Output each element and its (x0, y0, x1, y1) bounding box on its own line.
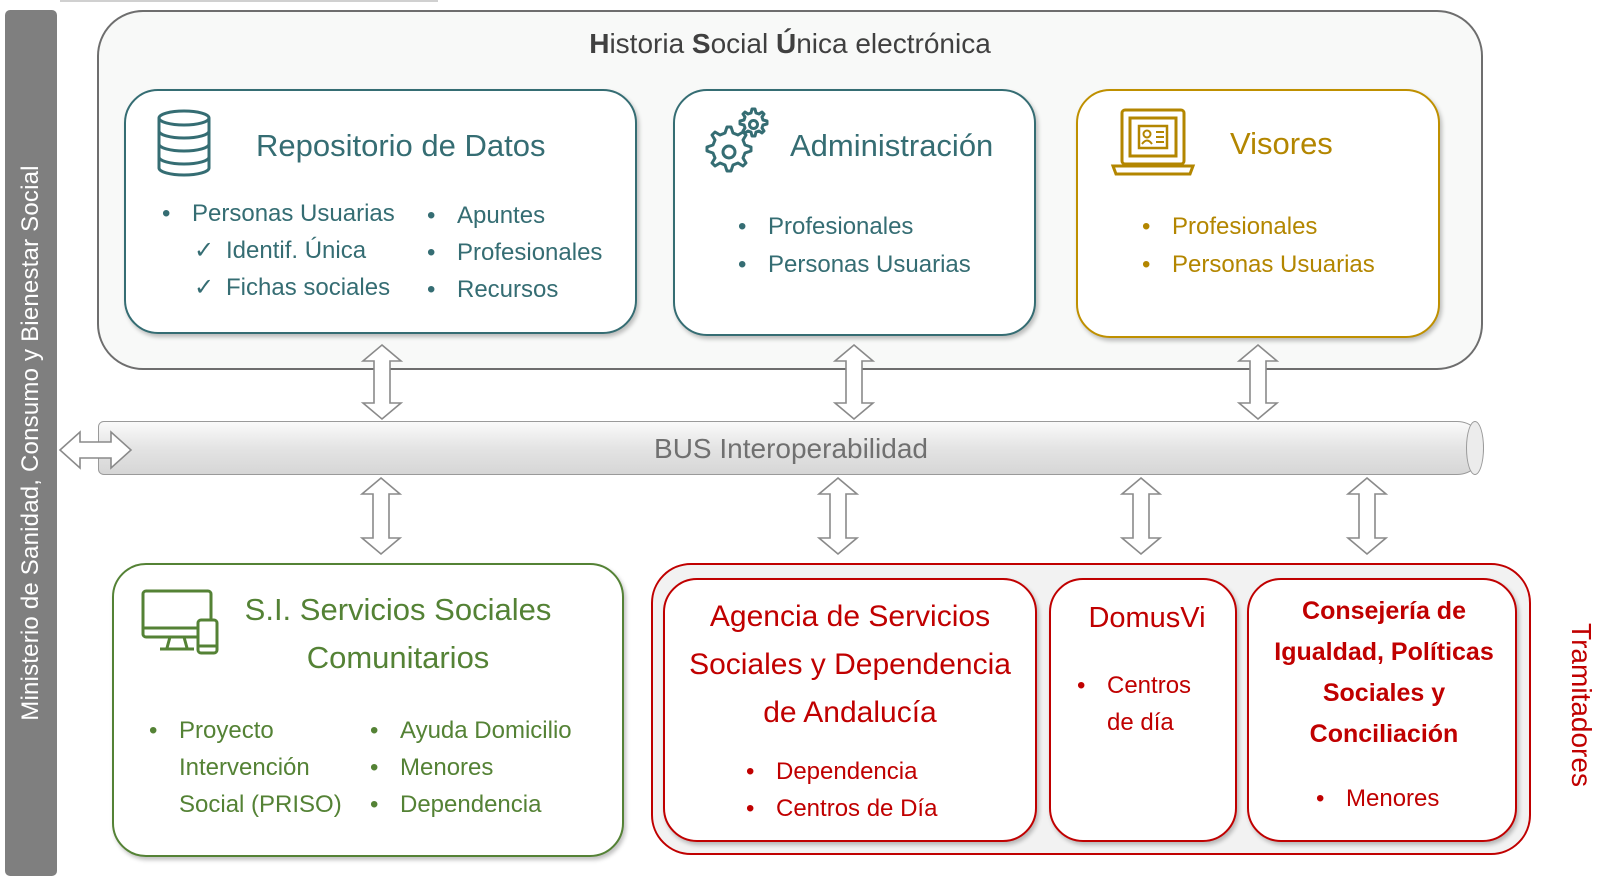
agencia-card (663, 578, 1037, 842)
list-item-label: Centros de Día (776, 795, 938, 822)
hsue-title-part: nica electrónica (796, 28, 991, 59)
consejeria-title-line: Igualdad, Políticas (1274, 638, 1494, 666)
check-item: ✓ Fichas sociales (194, 269, 390, 306)
bus-pipe-cap (1466, 421, 1484, 475)
bus-label-rest: Interoperabilidad (711, 433, 928, 464)
list-item-label: Profesionales (768, 213, 914, 240)
list-item: •Personas Usuarias (738, 251, 971, 278)
list-item: •Centros (1077, 672, 1192, 699)
left-right-arrow-ministry (58, 430, 133, 470)
devices-icon (141, 589, 219, 655)
agencia-title-line: Agencia de Servicios (709, 600, 991, 633)
list-item: •Dependencia (370, 791, 542, 818)
tramitadores-label: Tramitadores (1566, 623, 1597, 787)
list-item-label: Dependencia (400, 791, 542, 818)
consejeria-title-line: Sociales y (1322, 679, 1446, 707)
agencia-title-line: de Andalucía (763, 696, 937, 729)
list-item: •Menores (1316, 785, 1440, 812)
list-item-label: Proyecto (179, 717, 274, 744)
list-item-label: Apuntes (457, 202, 546, 229)
bus-label-bold: BUS (654, 433, 712, 464)
checkmark-icon: ✓ (194, 274, 215, 301)
check-item: ✓ Identif. Única (194, 232, 366, 269)
list-item: •Menores (370, 754, 494, 781)
list-item-label: Profesionales (457, 239, 603, 266)
sis-card (112, 563, 624, 857)
bus-pipe (98, 421, 1484, 475)
checkmark-icon: ✓ (194, 237, 215, 264)
list-item: •Ayuda Domicilio (370, 717, 572, 744)
laptop-id-icon (1110, 108, 1196, 176)
consejeria-title-line: Conciliación (1309, 720, 1459, 748)
list-item-label: Ayuda Domicilio (400, 717, 572, 744)
up-down-arrow-bottom-4 (1345, 476, 1389, 556)
hsue-title-part: ocial (710, 28, 776, 59)
up-down-arrow-bottom-2 (816, 476, 860, 556)
list-item-label: Profesionales (1172, 213, 1318, 240)
visores-title: Visores (1230, 126, 1333, 161)
up-down-arrow-bottom-1 (359, 476, 403, 556)
list-item-label: Personas Usuarias (192, 200, 395, 227)
list-item-label: Centros (1107, 672, 1192, 699)
sis-title-line1: S.I. Servicios Sociales (244, 592, 552, 627)
hsue-title-part: istoria (609, 28, 692, 59)
list-item-label: Recursos (457, 276, 559, 303)
list-item: •Personas Usuarias (1142, 251, 1375, 278)
administracion-title: Administración (790, 128, 994, 163)
bus-label: BUS Interoperabilidad (98, 433, 1484, 465)
visores-card (1076, 89, 1440, 338)
up-down-arrow-top-1 (360, 343, 404, 421)
check-item-label: Identif. Única (226, 237, 367, 264)
domusvi-title: DomusVi (1088, 602, 1206, 634)
hsue-title-initial-s: S (691, 28, 711, 59)
list-item: •Dependencia (746, 758, 918, 785)
list-item-continuation: Social (PRISO) (179, 791, 342, 818)
consejeria-card (1247, 578, 1517, 842)
ministry-sidebar: Ministerio de Sanidad, Consumo y Bienest… (5, 10, 57, 876)
hsue-title: Historia Social Única electrónica (97, 28, 1483, 60)
list-item: •Profesionales (1142, 213, 1318, 240)
list-item: •Proyecto (149, 717, 274, 744)
list-item-label: Personas Usuarias (1172, 251, 1375, 278)
list-item-continuation: Intervención (179, 754, 310, 781)
agencia-title-line: Sociales y Dependencia (689, 648, 1011, 681)
list-item: •Profesionales (427, 239, 603, 266)
list-item-label: Menores (400, 754, 494, 781)
database-icon (157, 109, 211, 177)
up-down-arrow-top-2 (832, 343, 876, 421)
consejeria-title-line: Consejería de (1302, 597, 1466, 625)
list-item: •Centros de Día (746, 795, 938, 822)
list-item: •Personas Usuarias (162, 200, 395, 227)
list-item-label: Dependencia (776, 758, 918, 785)
domusvi-card (1049, 578, 1237, 842)
up-down-arrow-top-3 (1236, 343, 1280, 421)
list-item-label: Menores (1346, 785, 1440, 812)
list-item: •Profesionales (738, 213, 914, 240)
list-item: •Apuntes (427, 202, 546, 229)
hsue-title-initial-h: H (589, 28, 610, 59)
gears-icon (705, 107, 769, 173)
up-down-arrow-bottom-3 (1119, 476, 1163, 556)
list-item-continuation: de día (1107, 709, 1174, 736)
list-item: •Recursos (427, 276, 559, 303)
top-rule (60, 0, 438, 2)
check-item-label: Fichas sociales (226, 274, 391, 301)
list-item-label: Personas Usuarias (768, 251, 971, 278)
sis-title-line2: Comunitarios (306, 640, 490, 675)
hsue-title-initial-u: Ú (775, 28, 797, 59)
repositorio-title: Repositorio de Datos (256, 128, 546, 163)
